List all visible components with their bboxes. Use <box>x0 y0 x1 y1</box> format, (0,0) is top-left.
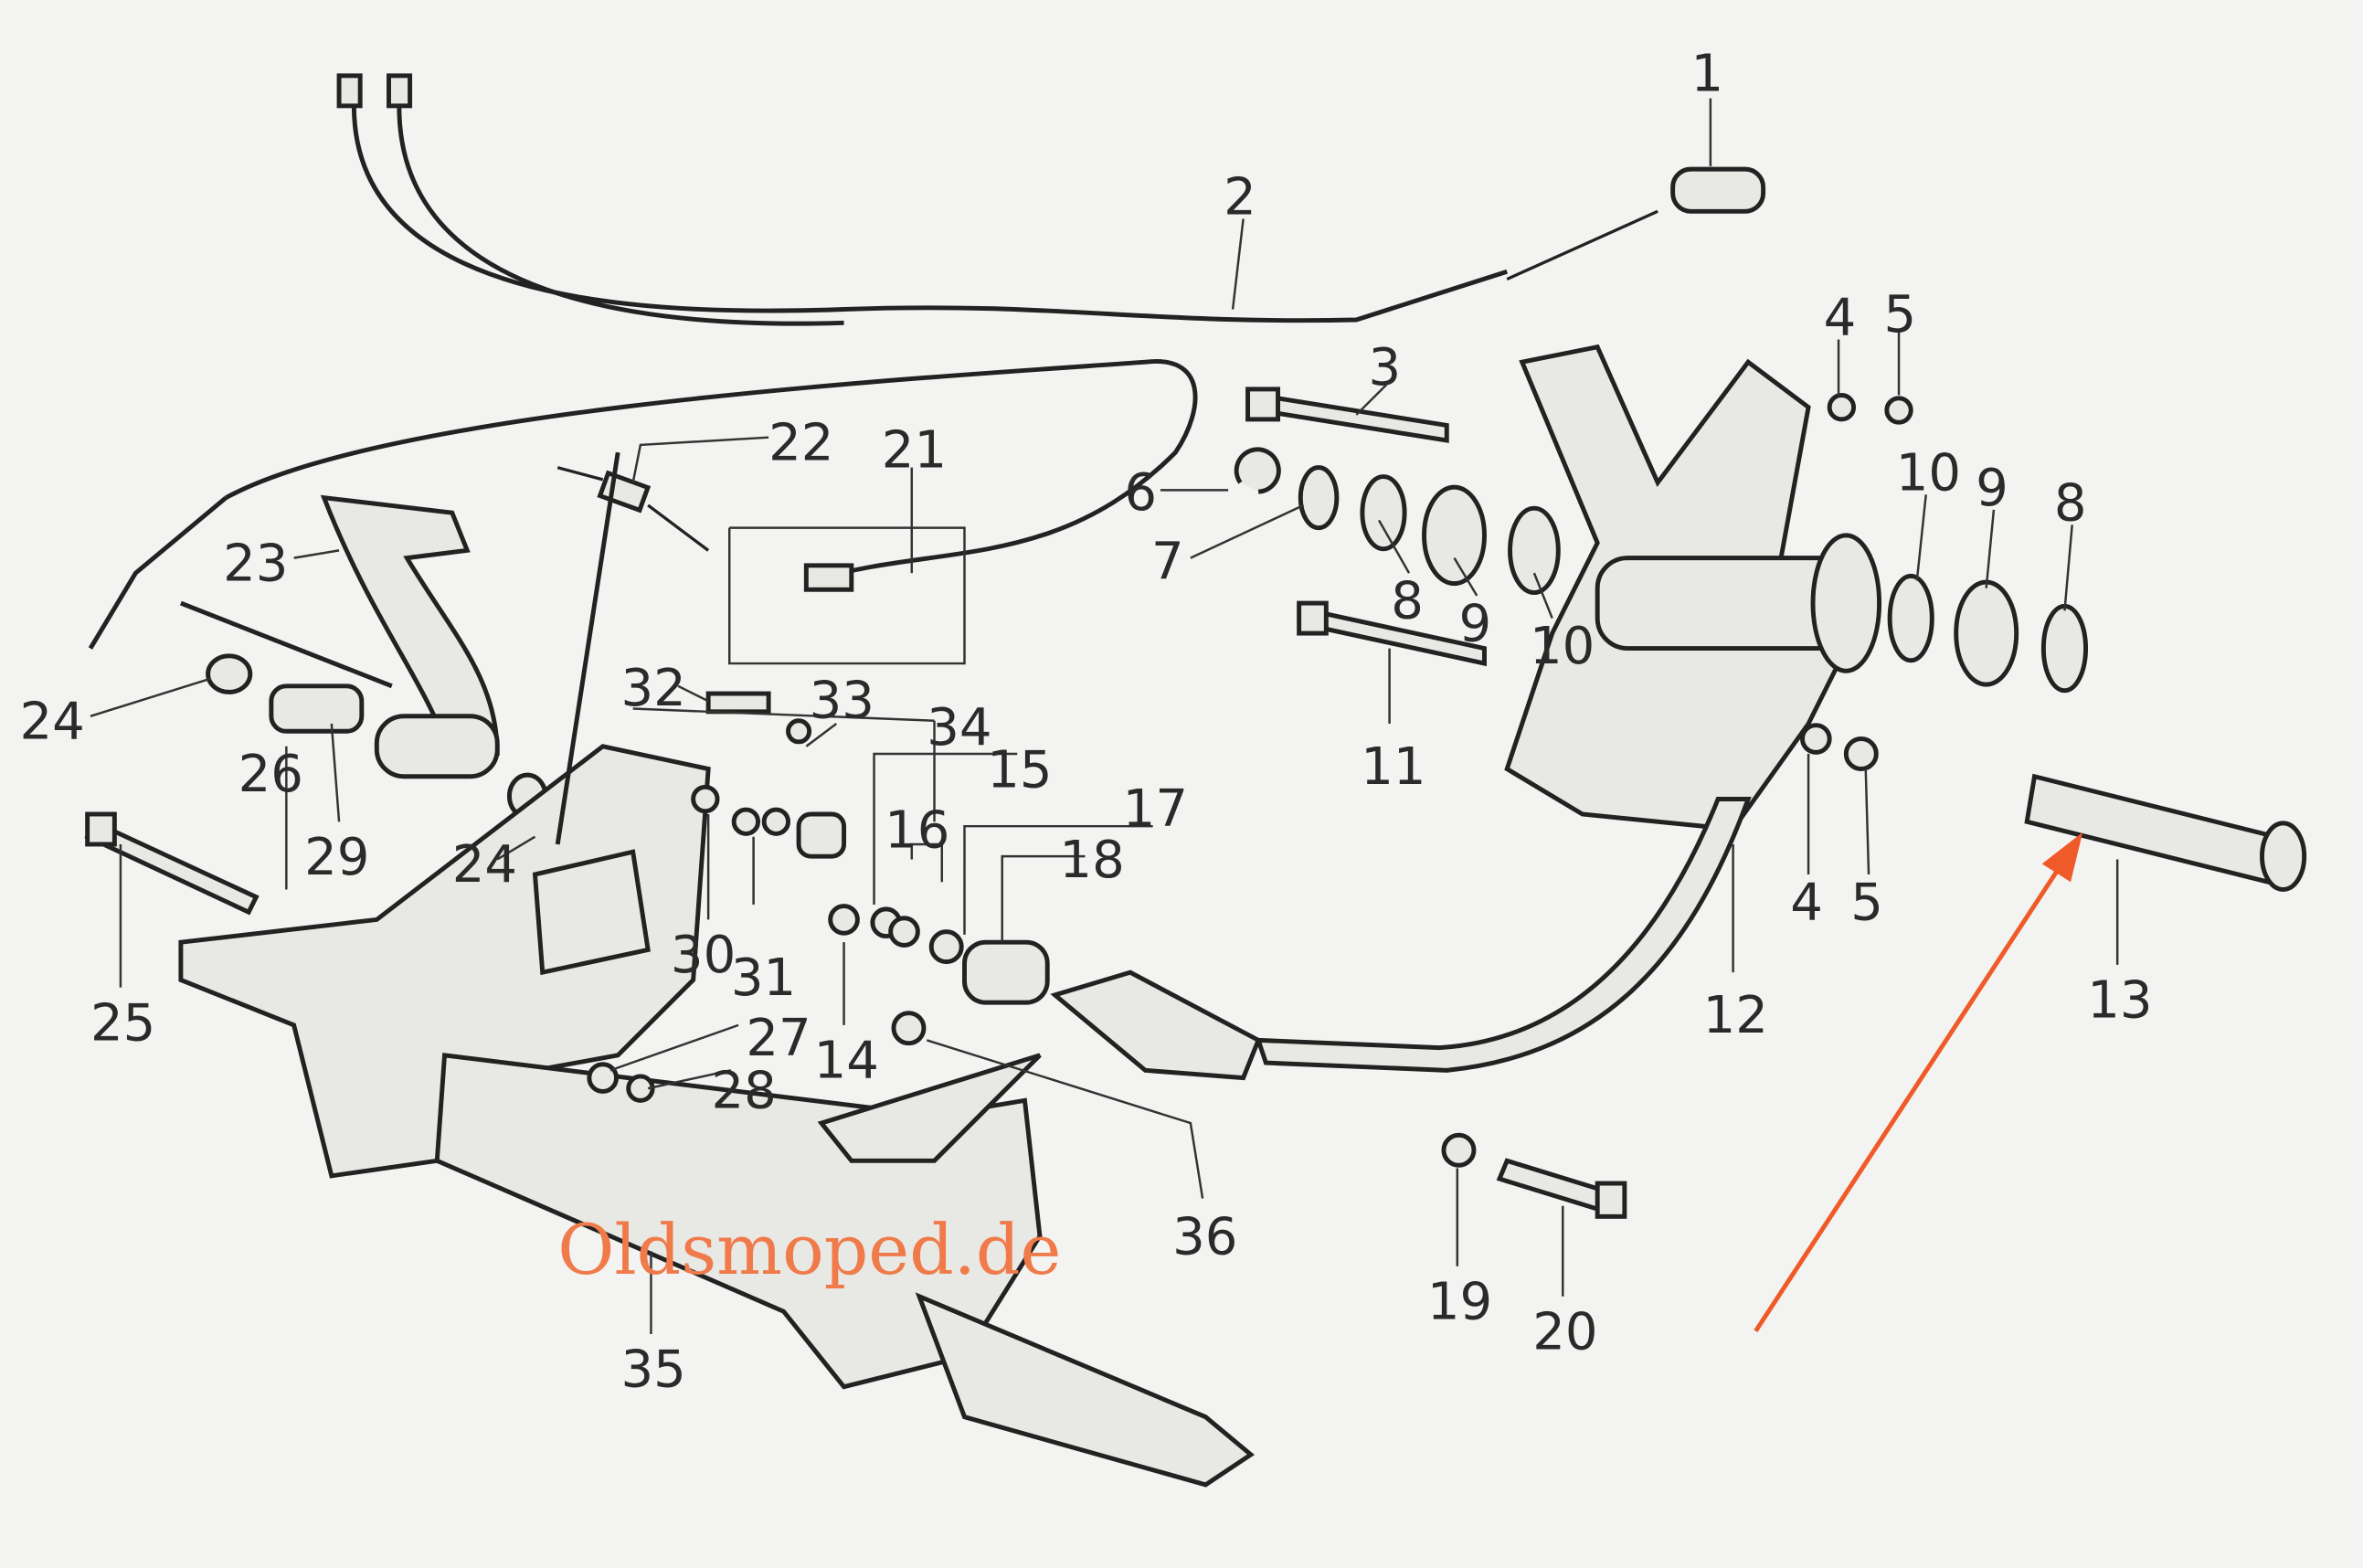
label-1: 1 <box>1690 44 1723 103</box>
label-4: 4 <box>1824 289 1857 348</box>
part-36-clevis <box>1050 969 1262 1081</box>
label-3: 3 <box>1369 338 1402 397</box>
label-10: 10 <box>1896 443 1961 503</box>
label-18: 18 <box>1059 831 1124 890</box>
label-5: 5 <box>1850 873 1883 932</box>
label-5: 5 <box>1884 285 1917 344</box>
label-31: 31 <box>731 948 796 1008</box>
part-23-brake-pedal <box>320 494 500 779</box>
label-13: 13 <box>2087 971 2152 1031</box>
label-20: 20 <box>1532 1302 1597 1361</box>
label-21: 21 <box>882 421 947 481</box>
label-36: 36 <box>1172 1208 1237 1267</box>
nuts-4-5 <box>1800 393 1913 771</box>
label-8: 8 <box>2054 473 2087 533</box>
part-21-adjuster <box>803 563 854 592</box>
brake-cable <box>88 358 1198 650</box>
label-25: 25 <box>90 993 155 1053</box>
label-17: 17 <box>1123 779 1188 839</box>
label-23: 23 <box>223 534 288 593</box>
label-19: 19 <box>1427 1272 1492 1331</box>
label-24: 24 <box>19 693 84 752</box>
label-15: 15 <box>987 740 1052 800</box>
label-30: 30 <box>671 926 736 985</box>
cable-connector <box>336 73 363 109</box>
label-8: 8 <box>1391 572 1424 631</box>
highlight-arrow <box>1754 832 2083 1333</box>
part-11-bolt <box>1297 600 1487 667</box>
part-labels: 1 2 3 4 5 6 7 8 9 10 10 9 8 11 12 4 5 13… <box>19 44 2152 1399</box>
label-14: 14 <box>814 1032 879 1091</box>
bearing-stack-right <box>1887 573 2089 694</box>
assembly-arrow <box>555 451 620 845</box>
label-24: 24 <box>452 835 517 895</box>
label-12: 12 <box>1703 986 1768 1045</box>
bearing-stack-left <box>1234 447 1561 596</box>
label-6: 6 <box>1124 463 1157 523</box>
part-3-bolt <box>1245 387 1449 443</box>
label-35: 35 <box>620 1340 685 1400</box>
label-29: 29 <box>304 828 369 887</box>
direction-arrow-35 <box>817 1053 1042 1163</box>
part-1-sleeve <box>1670 166 1766 214</box>
label-34: 34 <box>927 698 991 758</box>
cable-upper <box>336 73 1658 326</box>
small-hardware <box>587 691 1050 1103</box>
label-9: 9 <box>1458 594 1491 653</box>
label-10: 10 <box>1530 617 1595 676</box>
assembly-arrow <box>180 600 393 689</box>
label-27: 27 <box>746 1009 811 1068</box>
label-7: 7 <box>1151 533 1184 592</box>
part-12-swing-arm <box>1255 344 1882 1073</box>
label-33: 33 <box>810 671 874 730</box>
label-2: 2 <box>1224 168 1256 228</box>
label-22: 22 <box>768 413 833 472</box>
label-28: 28 <box>711 1062 776 1121</box>
label-32: 32 <box>620 659 685 718</box>
part-19-20-bolt-washer <box>1441 1132 1627 1219</box>
cable-connector <box>387 73 413 109</box>
label-26: 26 <box>238 745 303 804</box>
label-16: 16 <box>885 800 949 860</box>
part-29-sleeve <box>269 683 365 734</box>
label-9: 9 <box>1976 459 2008 518</box>
part-25-bolt <box>84 811 260 916</box>
part-13-pivot-pin <box>2024 773 2307 892</box>
label-11: 11 <box>1361 737 1425 797</box>
leader-lines <box>90 98 2119 1334</box>
watermark: Oldsmoped.de <box>557 1210 1061 1290</box>
label-4: 4 <box>1790 873 1823 932</box>
